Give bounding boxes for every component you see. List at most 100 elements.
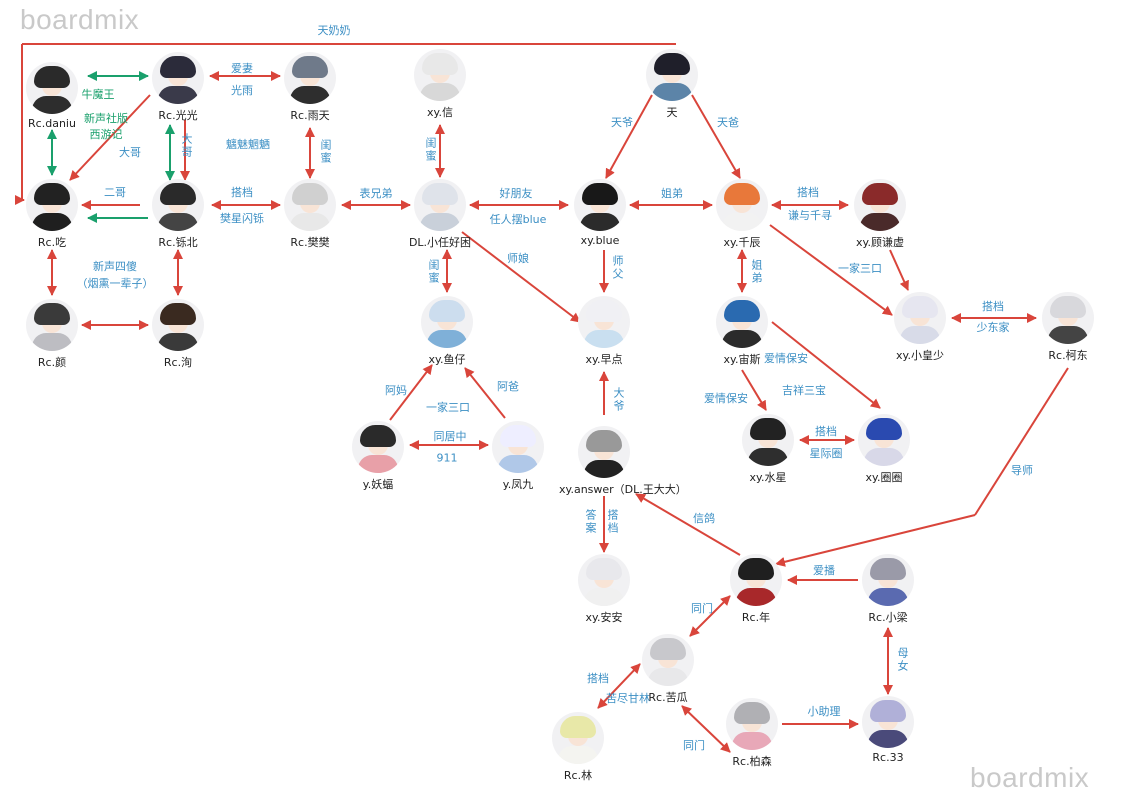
node-label: Rc.光光: [158, 109, 198, 122]
edge-label: 一家三口: [838, 262, 882, 275]
edge-label: 表兄弟: [359, 187, 393, 200]
character-avatar: [862, 696, 914, 748]
character-avatar: [1042, 292, 1094, 344]
node-label: xy.answer（DL.王大大）: [559, 483, 687, 496]
edge-label: 阿妈: [385, 384, 407, 397]
edge-27: [389, 364, 433, 421]
node-xiaoren: DL.小任好困: [395, 179, 485, 250]
edge-label: 大哥: [180, 133, 193, 159]
edge-32: [741, 369, 767, 411]
edge-label: 911: [436, 451, 458, 465]
edge-label: 天爷: [611, 116, 633, 129]
node-guangguang: Rc.光光: [133, 52, 223, 123]
character-avatar: [26, 299, 78, 351]
character-avatar: [862, 554, 914, 606]
node-luobei: Rc.铄北: [133, 179, 223, 250]
node-label: Rc.daniu: [28, 117, 76, 130]
edge-label: 苦尽甘林: [606, 692, 650, 705]
node-label: xy.小皇少: [896, 349, 944, 362]
node-yaofu: y.妖蝠: [333, 421, 423, 492]
node-label: xy.顾谦虚: [856, 236, 904, 249]
edge-14: [605, 94, 653, 179]
node-daniu: Rc.daniu: [7, 62, 97, 130]
edge-label: 爱情保安: [764, 352, 808, 365]
node-fanfan: Rc.樊樊: [265, 179, 355, 250]
character-avatar: [646, 49, 698, 101]
edge-label: 少东家: [976, 321, 1010, 334]
node-kedong: Rc.柯东: [1023, 292, 1113, 363]
node-label: Rc.33: [872, 751, 904, 764]
character-avatar: [26, 62, 78, 114]
character-avatar: [421, 296, 473, 348]
edge-label: 小助理: [807, 705, 841, 718]
node-label: Rc.林: [563, 769, 593, 782]
node-answer: xy.answer（DL.王大大）: [559, 426, 687, 497]
edge-label: 魑魅魍魉: [226, 138, 270, 151]
edge-41: [597, 663, 641, 709]
node-label: xy.鱼仔: [428, 353, 466, 366]
edge-label: 任人摆blue: [489, 213, 547, 226]
node-shuixing: xy.水星: [723, 414, 813, 485]
edge-label: 闺蜜: [319, 139, 332, 165]
edge-label: 同门: [683, 739, 705, 752]
edge-label: 导师: [1011, 464, 1033, 477]
node-xin: xy.信: [395, 49, 485, 120]
edge-label: 星际圈: [809, 447, 843, 460]
edge-label: 光雨: [231, 84, 253, 97]
edge-label: 大哥: [119, 146, 141, 159]
edge-label: 爱播: [813, 564, 835, 577]
character-avatar: [642, 634, 694, 686]
character-avatar: [742, 414, 794, 466]
character-avatar: [152, 52, 204, 104]
node-label: Rc.年: [741, 611, 771, 624]
node-yuzai: xy.鱼仔: [402, 296, 492, 367]
node-fengjiu: y.凤九: [473, 421, 563, 492]
edge-label: 西游记: [89, 128, 123, 141]
node-rc33: Rc.33: [843, 696, 933, 764]
node-label: Rc.颜: [37, 356, 67, 369]
node-yan: Rc.颜: [7, 299, 97, 370]
watermark-top-left: boardmix: [20, 4, 140, 35]
node-label: xy.信: [427, 106, 453, 119]
node-label: xy.宙斯: [723, 353, 761, 366]
edge-label: 阿爸: [497, 380, 519, 393]
character-avatar: [578, 554, 630, 606]
node-qianchen: xy.千辰: [697, 179, 787, 250]
edge-label: 一家三口: [426, 401, 470, 414]
watermark-bottom-right: boardmix: [970, 762, 1090, 793]
character-avatar: [552, 712, 604, 764]
node-label: Rc.柏森: [732, 755, 772, 768]
edge-label: 搭档: [815, 425, 837, 438]
character-avatar: [730, 554, 782, 606]
edge-label: 新声社版: [84, 112, 128, 125]
edge-label: 同门: [691, 602, 713, 615]
edge-18: [769, 224, 893, 316]
node-label: y.凤九: [502, 478, 534, 491]
edge-label: 新声四傻: [93, 260, 137, 273]
edge-4: [69, 94, 151, 181]
node-yutian: Rc.雨天: [265, 52, 355, 123]
node-label: y.妖蝠: [362, 478, 394, 491]
node-label: Rc.吃: [37, 236, 67, 249]
edge-label: 闺蜜: [424, 137, 437, 163]
edge-40: [689, 595, 731, 637]
character-avatar: [152, 179, 204, 231]
node-xun: Rc.洵: [133, 299, 223, 370]
node-zaodian: xy.早点: [559, 296, 649, 367]
edge-36: [974, 367, 1069, 516]
node-quanquan: xy.圈圈: [839, 414, 929, 485]
node-label: xy.圈圈: [865, 471, 903, 484]
node-label: xy.千辰: [723, 236, 761, 249]
character-avatar: [726, 698, 778, 750]
node-xiaohuangshao: xy.小皇少: [875, 292, 965, 363]
edge-label: 师父: [611, 255, 624, 281]
edge-label: 姐弟: [661, 187, 683, 200]
edge-label: 二哥: [104, 186, 126, 199]
node-chi: Rc.吃: [7, 179, 97, 250]
edge-label: 信鸽: [693, 512, 715, 525]
edge-label: 搭档: [982, 300, 1004, 313]
edge-37: [775, 514, 976, 567]
edge-label: 搭档: [587, 672, 609, 685]
character-avatar: [716, 296, 768, 348]
character-avatar: [894, 292, 946, 344]
